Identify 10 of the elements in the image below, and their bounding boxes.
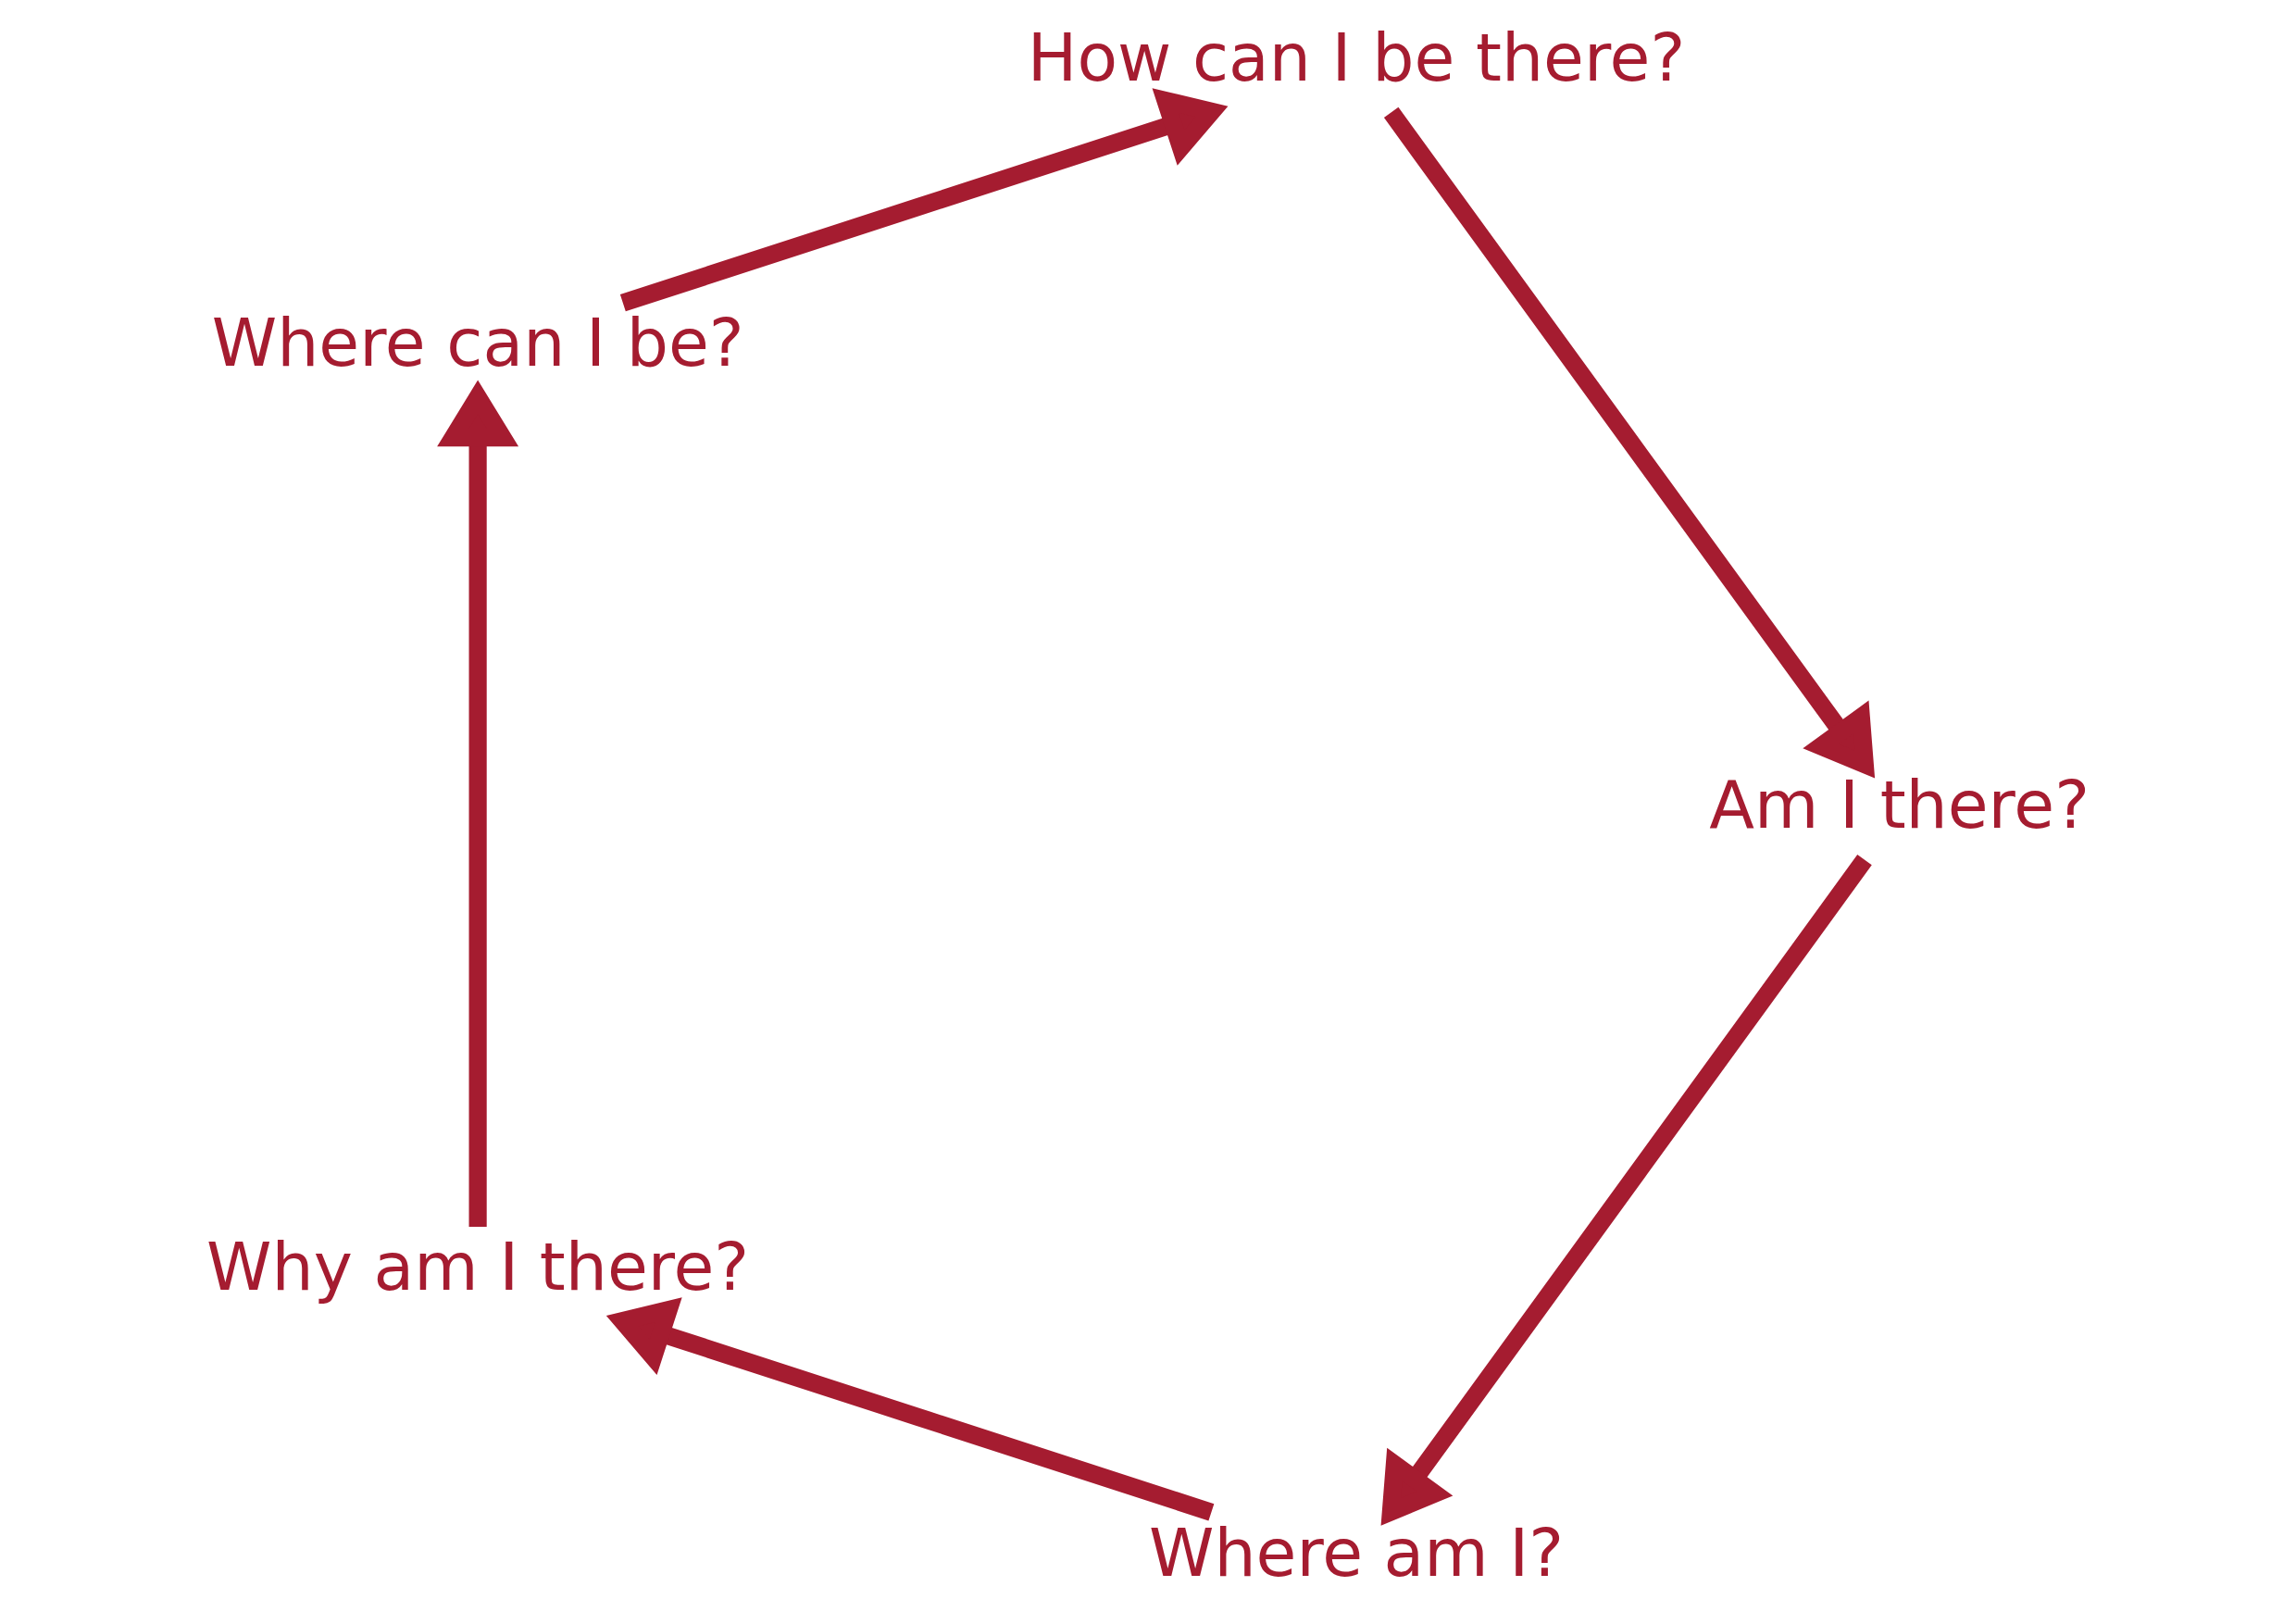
node-text: How can I be there?	[1027, 19, 1686, 97]
node-text: Why am I there?	[206, 1229, 750, 1306]
arrow	[605, 1297, 1215, 1521]
arrow	[1383, 106, 1876, 779]
node-text: Am I there?	[1709, 767, 2090, 844]
node-text: Where am I?	[1148, 1514, 1565, 1592]
arrow	[1380, 855, 1872, 1526]
node-text: Where can I be?	[211, 305, 744, 382]
arrow	[619, 88, 1229, 312]
arrow	[437, 380, 519, 1228]
